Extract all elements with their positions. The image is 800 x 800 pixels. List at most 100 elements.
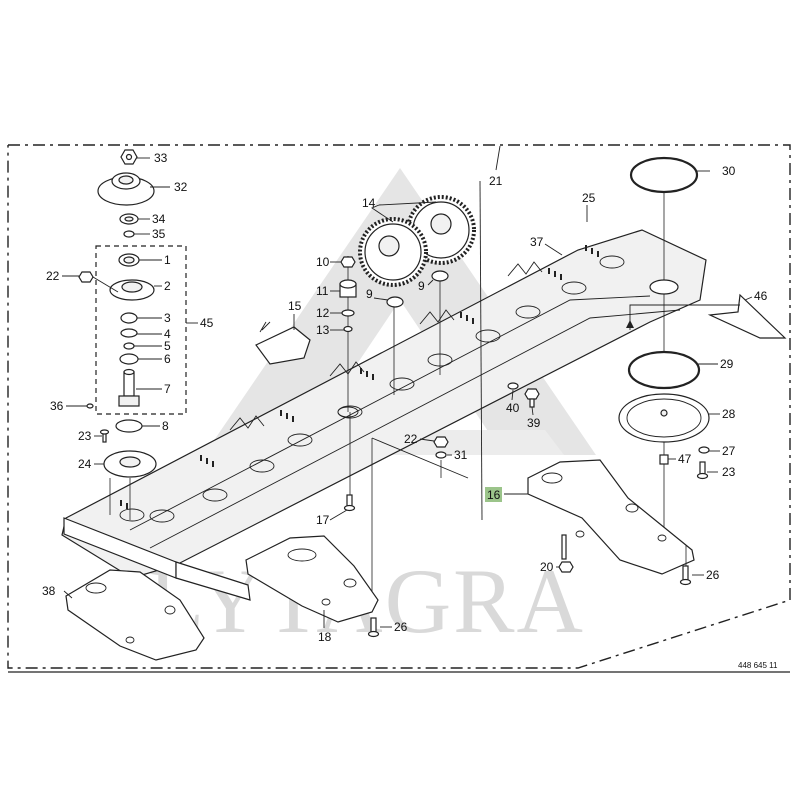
part-18-hole <box>343 578 357 588</box>
part-9-washer <box>386 296 404 308</box>
part-9-washer <box>431 270 449 282</box>
part-15-cover <box>255 326 311 365</box>
callout-13: 13 <box>316 323 330 337</box>
part-14-gear-front-hub <box>378 235 400 257</box>
part-10-nut <box>340 256 356 268</box>
callout-6: 6 <box>164 352 171 366</box>
blade-cutout <box>419 309 455 325</box>
part-18-skid-plate <box>245 535 379 623</box>
part-16-hole <box>625 503 639 513</box>
callout-27: 27 <box>722 444 736 458</box>
part-6-bearing <box>119 353 139 365</box>
callout-29: 29 <box>720 357 734 371</box>
group-45-dashed-box <box>95 245 187 415</box>
callout-4: 4 <box>164 327 171 341</box>
part-38-hole <box>125 636 135 644</box>
disc-seat <box>149 509 175 523</box>
disc-seat <box>202 488 228 502</box>
cutter-bar-end-foot <box>175 561 251 601</box>
callout-30: 30 <box>722 164 736 178</box>
part-27-washer <box>698 446 710 454</box>
disc-seat <box>389 377 415 391</box>
callout-26: 26 <box>394 620 408 634</box>
disc-seat <box>119 508 145 522</box>
part-12-washer <box>341 309 355 317</box>
part-46-arrow-head <box>626 320 634 328</box>
callout-3: 3 <box>164 311 171 325</box>
small-fasteners <box>343 382 540 602</box>
callout-12: 12 <box>316 306 330 320</box>
part-32-bore <box>118 175 134 185</box>
callout-9: 9 <box>366 287 373 301</box>
part-1-bearing-bore <box>123 256 135 264</box>
part-22-nut <box>78 271 94 283</box>
part-39-plug <box>524 388 540 400</box>
part-18-hole <box>321 598 331 606</box>
callout-38: 38 <box>42 584 56 598</box>
part-26-bolt-head <box>679 578 692 586</box>
part-15-arrow-mark <box>259 321 271 333</box>
part-17-bolt-head <box>343 504 356 512</box>
callout-9: 9 <box>418 279 425 293</box>
part-5-circlip <box>123 342 135 350</box>
callout-28: 28 <box>722 407 736 421</box>
part-16-stud <box>561 534 567 560</box>
cutter-bar-edge-line <box>129 295 651 531</box>
part-28-center-hole <box>660 409 668 417</box>
part-7-shaft-top <box>123 368 135 376</box>
drive-housing-opening <box>649 279 679 295</box>
callout-39: 39 <box>527 416 541 430</box>
part-47-plug <box>659 454 669 465</box>
disc-seat <box>561 281 587 295</box>
callout-10: 10 <box>316 255 330 269</box>
part-38-hole <box>164 605 176 615</box>
part-35-ring <box>123 230 135 238</box>
top-hub-assembly <box>97 149 155 238</box>
callout-16: 16 <box>487 488 501 502</box>
part-16-skid-plate <box>527 459 695 575</box>
part-7-shaft <box>123 371 135 397</box>
center-mount-seat <box>337 406 359 418</box>
callout-40: 40 <box>506 401 520 415</box>
callout-47: 47 <box>678 452 692 466</box>
right-drive-assembly <box>618 156 787 545</box>
part-16-hole <box>657 534 667 542</box>
callout-20: 20 <box>540 560 554 574</box>
assembly-boundary <box>7 144 791 673</box>
callout-24: 24 <box>78 457 92 471</box>
lower-flange-assembly <box>78 271 157 520</box>
part-26-bolt <box>370 617 377 634</box>
bearing-group-45 <box>86 245 187 415</box>
skid-plates <box>65 459 695 661</box>
callout-23: 23 <box>722 465 736 479</box>
part-28-bolt-circle <box>626 398 702 438</box>
part-34-washer-hole <box>124 216 134 222</box>
blade-cutout <box>507 261 543 277</box>
boundary-dash-dot-line <box>7 144 791 669</box>
callout-11: 11 <box>316 284 329 298</box>
blade-cutout <box>229 415 265 431</box>
part-22-nut <box>433 436 449 448</box>
part-14-gear-rear-hub <box>430 213 452 235</box>
callout-1: 1 <box>164 253 171 267</box>
callout-14: 14 <box>362 196 376 210</box>
leader-lines <box>62 145 753 628</box>
disc-seat <box>515 305 541 319</box>
part-23-screw-head <box>99 429 110 435</box>
callout-23: 23 <box>78 429 92 443</box>
part-23-screw-head <box>696 472 709 480</box>
part-20-nut <box>558 561 574 573</box>
part-24-flange-bore <box>119 456 141 468</box>
cutter-bar <box>61 229 707 601</box>
gear-pair <box>358 195 476 395</box>
callout-22: 22 <box>46 269 60 283</box>
callout-26: 26 <box>706 568 720 582</box>
part-40-seal <box>507 382 519 390</box>
callout-labels: 33 32 34 35 1 2 3 4 5 6 7 45 8 22 36 23 … <box>42 151 778 670</box>
part-3-spacer <box>120 312 138 324</box>
callout-22: 22 <box>404 432 418 446</box>
callout-31: 31 <box>454 448 468 462</box>
part-29-o-ring <box>627 350 701 390</box>
disc-seat <box>599 255 625 269</box>
